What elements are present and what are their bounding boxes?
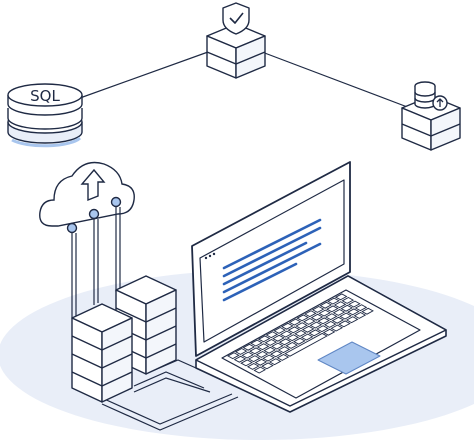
keyboard-key	[322, 328, 336, 336]
server-rack-icon	[115, 275, 177, 375]
keyboard-key	[246, 363, 260, 370]
keyboard-key	[254, 358, 268, 366]
keyboard-key	[277, 346, 291, 354]
keyboard-keys	[227, 293, 374, 374]
keyboard-key	[227, 352, 240, 360]
keyboard-key	[354, 304, 368, 312]
keyboard-key	[353, 312, 367, 319]
database-upload-icon	[401, 81, 461, 151]
keyboard-key	[316, 325, 329, 333]
network-connections	[79, 51, 411, 109]
keyboard-key	[304, 310, 317, 318]
keyboard-key	[340, 304, 353, 312]
keyboard-key	[257, 335, 271, 343]
keyboard-key	[249, 347, 262, 355]
keyboard-key	[286, 334, 300, 342]
keyboard-key	[345, 316, 359, 324]
keyboard-key	[278, 338, 292, 346]
keyboard-key	[276, 354, 290, 361]
laptop-icon	[191, 161, 447, 413]
keyboard-spacebar	[284, 332, 328, 357]
keyboard-key	[294, 330, 307, 337]
keyboard-key	[330, 324, 344, 332]
keyboard-key	[318, 309, 331, 317]
keyboard-key	[346, 308, 360, 316]
keyboard-key	[333, 301, 347, 309]
keyboard-key	[269, 350, 283, 358]
keyboard-key	[247, 355, 261, 363]
keyboard-key	[361, 307, 374, 315]
keyboard-key	[265, 331, 279, 339]
keyboard-key	[263, 346, 276, 354]
keyboard-key	[280, 322, 294, 330]
keyboard-key	[334, 293, 348, 301]
keyboard-key	[326, 305, 339, 313]
keyboard-key	[240, 359, 253, 367]
shield-check-icon	[206, 2, 266, 79]
keyboard-key	[317, 317, 330, 325]
keyboard-key	[285, 342, 298, 349]
keyboard-key	[339, 312, 352, 320]
keyboard-key	[255, 351, 269, 358]
keyboard-key	[323, 321, 337, 328]
keyboard-key	[310, 313, 324, 321]
keyboard-key	[264, 339, 278, 346]
keyboard-key	[327, 297, 340, 305]
database-sql-icon	[7, 83, 83, 148]
keyboard-key	[308, 329, 322, 337]
keyboard-key	[250, 339, 263, 347]
keyboard-key	[241, 351, 254, 359]
laptop-touchpad	[317, 341, 381, 375]
keyboard-key	[279, 330, 293, 338]
keyboard-key	[233, 355, 247, 363]
keyboard-key	[341, 297, 355, 304]
keyboard-key	[287, 326, 301, 334]
keyboard-key	[272, 334, 285, 342]
laptop-keyboard	[221, 289, 421, 399]
keyboard-key	[324, 313, 338, 321]
code-lines	[222, 218, 322, 302]
keyboard-key	[332, 309, 346, 316]
keyboard-key	[256, 343, 270, 351]
keyboard-key	[273, 327, 286, 334]
keyboard-key	[338, 320, 351, 328]
cloud-upload-icon	[39, 161, 135, 234]
keyboard-key	[309, 321, 323, 329]
keyboard-key	[348, 300, 361, 308]
keyboard-key	[288, 318, 302, 326]
keyboard-key	[253, 366, 267, 374]
keyboard-key	[301, 325, 315, 333]
keyboard-key	[319, 301, 333, 309]
keyboard-key	[295, 322, 308, 330]
keyboard-key	[296, 314, 309, 322]
keyboard-key	[262, 354, 275, 362]
keyboard-key	[261, 362, 274, 370]
keyboard-key	[302, 318, 316, 325]
keyboard-key	[311, 306, 325, 313]
keyboard-key	[234, 348, 248, 355]
sql-label: SQL	[30, 87, 60, 105]
keyboard-key	[300, 333, 314, 341]
keyboard-key	[271, 342, 284, 350]
keyboard-key	[268, 358, 282, 366]
keyboard-key	[242, 343, 256, 351]
keyboard-key	[293, 337, 306, 345]
keyboard-key	[331, 316, 345, 324]
server-rack-icon	[71, 303, 133, 403]
cloud-wires	[71, 207, 121, 318]
